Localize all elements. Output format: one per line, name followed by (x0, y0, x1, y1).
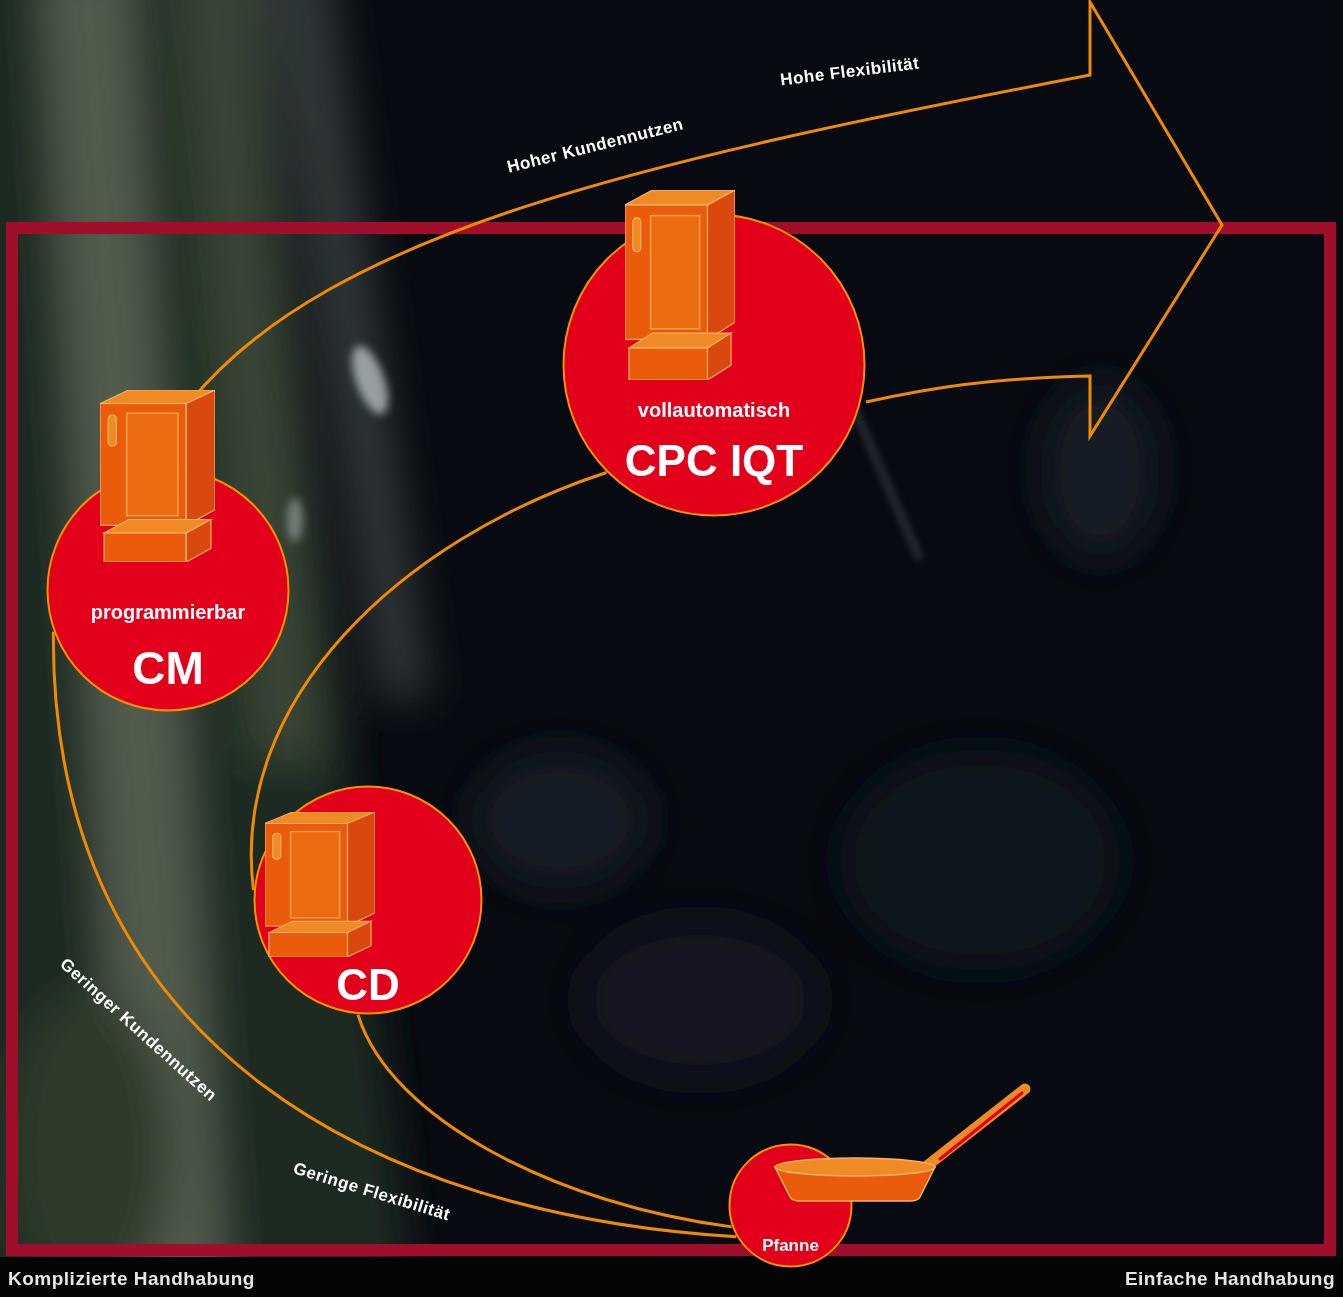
axis-curve-label: Geringe Flexibilität (291, 1158, 453, 1225)
product-circle: vollautomatischCPC IQT (562, 213, 866, 517)
benefit-arrow (190, 2, 1222, 436)
product-circle: CD (253, 785, 483, 1015)
product-name: CD (253, 960, 483, 1011)
product-circle: programmierbarCM (46, 468, 290, 712)
product-name: CM (46, 642, 290, 695)
axis-curve-label: Geringer Kundennutzen (55, 954, 220, 1106)
axis-curve-label: Hoher Kundennutzen (505, 114, 685, 178)
connector-line (53, 632, 736, 1237)
product-name: Pfanne (728, 1236, 853, 1256)
product-type: vollautomatisch (562, 399, 866, 422)
oven-icon (625, 190, 735, 380)
axis-curve-label: Hohe Flexibilität (779, 53, 920, 90)
product-name: CPC IQT (562, 436, 866, 487)
product-circle: Pfanne (728, 1143, 853, 1268)
oven-icon (100, 390, 215, 562)
curve-connector (53, 632, 736, 1237)
oven-icon (265, 812, 375, 957)
pan-icon (770, 1075, 1035, 1203)
axis-label: Einfache Handhabung (1125, 1268, 1335, 1291)
axis-label: Komplizierte Handhabung (8, 1268, 255, 1291)
product-type: programmierbar (46, 601, 290, 624)
